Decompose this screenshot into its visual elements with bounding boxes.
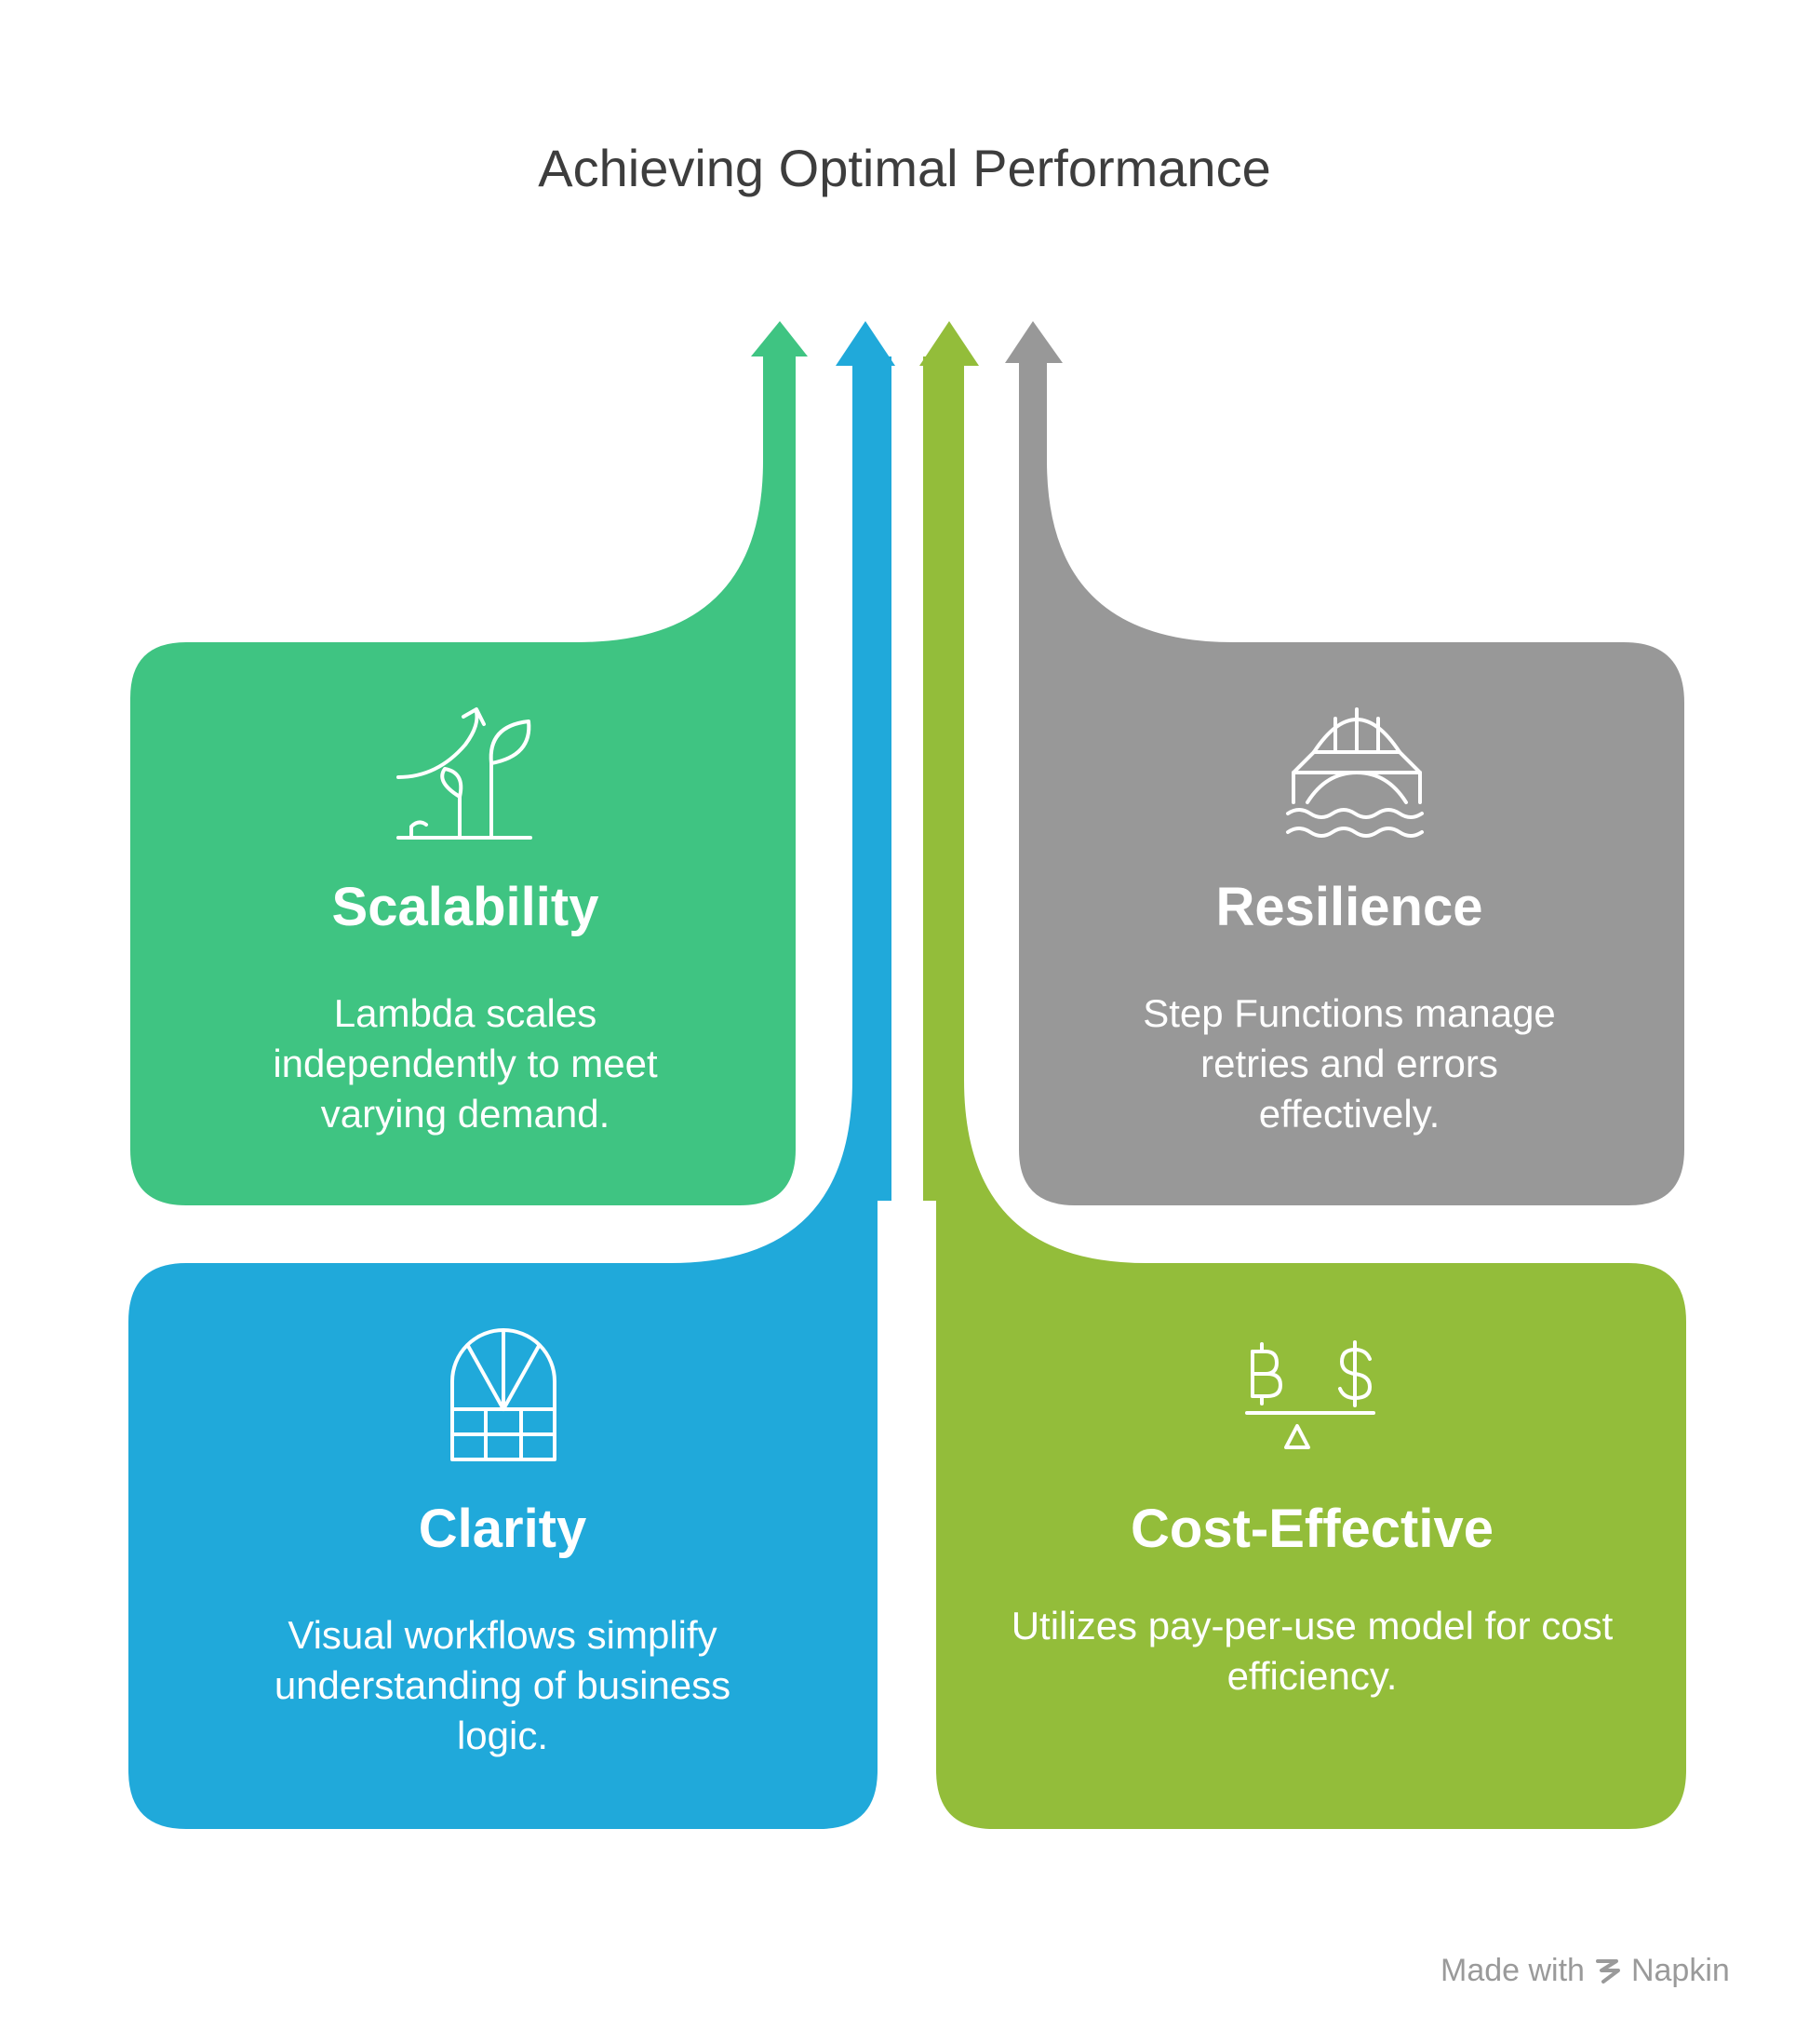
scalability-title: Scalability <box>331 877 599 937</box>
bridge-icon <box>1286 707 1424 838</box>
cost-effective-shape <box>919 321 1686 1829</box>
resilience-description: Step Functions manage retries and errors… <box>1143 991 1556 1136</box>
cost-effective-description: Utilizes pay-per-use model for cost effi… <box>1011 1604 1614 1698</box>
clarity-description: Visual workflows simplify understanding … <box>274 1613 731 1757</box>
watermark-made-with: Made with <box>1440 1953 1585 1988</box>
growth-plant-icon <box>396 707 532 840</box>
page-title: Achieving Optimal Performance <box>538 139 1271 197</box>
watermark: Made with Napkin <box>1440 1953 1730 1989</box>
clarity-title: Clarity <box>418 1499 587 1559</box>
currency-balance-icon <box>1245 1340 1375 1449</box>
resilience-text: Resilience Step Functions manage retries… <box>1070 875 1628 1139</box>
scalability-description: Lambda scales independently to meet vary… <box>273 991 658 1136</box>
cost-effective-title: Cost-Effective <box>1131 1499 1494 1559</box>
clarity-shape <box>128 321 895 1829</box>
arched-window-icon <box>450 1328 556 1461</box>
scalability-text: Scalability Lambda scales independently … <box>186 875 744 1139</box>
scalability-shape <box>130 321 808 1205</box>
resilience-title: Resilience <box>1215 877 1483 937</box>
cost-effective-text: Cost-Effective Utilizes pay-per-use mode… <box>1005 1497 1619 1701</box>
resilience-shape <box>1005 321 1684 1205</box>
clarity-text: Clarity Visual workflows simplify unders… <box>214 1497 791 1761</box>
napkin-logo-icon <box>1595 1958 1620 1983</box>
watermark-brand: Napkin <box>1630 1953 1730 1988</box>
